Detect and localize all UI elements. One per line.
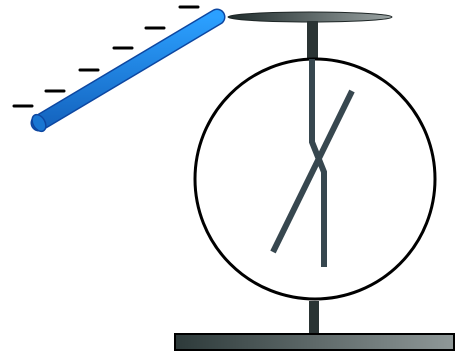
lower-rod xyxy=(309,301,319,335)
charged-rod xyxy=(29,17,217,134)
base xyxy=(175,334,454,350)
electroscope xyxy=(175,12,454,350)
upper-rod xyxy=(307,21,318,59)
top-plate xyxy=(228,12,392,22)
